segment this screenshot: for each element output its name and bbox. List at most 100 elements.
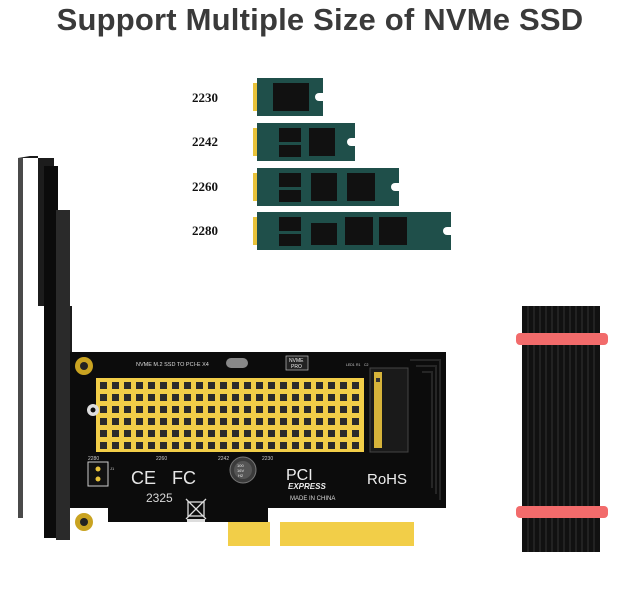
pad-hole bbox=[136, 418, 143, 425]
pad-hole bbox=[136, 406, 143, 413]
cap-text-2: 16V bbox=[237, 468, 244, 473]
pad-hole bbox=[136, 442, 143, 449]
led-label-2: R1 bbox=[356, 363, 361, 367]
pad-hole bbox=[328, 430, 335, 437]
pad-hole bbox=[220, 430, 227, 437]
pad-hole bbox=[340, 430, 347, 437]
pad-hole bbox=[100, 406, 107, 413]
pad-hole bbox=[112, 382, 119, 389]
ssd-2280 bbox=[253, 212, 451, 250]
pad-hole bbox=[292, 406, 299, 413]
pad-hole bbox=[280, 442, 287, 449]
pad-hole bbox=[172, 442, 179, 449]
pad-hole bbox=[160, 430, 167, 437]
pad-hole bbox=[352, 394, 359, 401]
pad-hole bbox=[304, 406, 311, 413]
pad-hole bbox=[208, 430, 215, 437]
pad-hole bbox=[292, 394, 299, 401]
pad-hole bbox=[316, 430, 323, 437]
pad-hole bbox=[148, 382, 155, 389]
weee-bin-icon bbox=[185, 498, 207, 522]
pad-hole bbox=[148, 430, 155, 437]
pad-hole bbox=[160, 406, 167, 413]
mark-2260: 2260 bbox=[156, 456, 167, 462]
pad-hole bbox=[304, 442, 311, 449]
ssd-2260 bbox=[253, 168, 399, 206]
pad-hole bbox=[256, 418, 263, 425]
size-label-2280: 2280 bbox=[192, 223, 218, 238]
pad-hole bbox=[100, 394, 107, 401]
pad-hole bbox=[100, 430, 107, 437]
pad-hole bbox=[148, 418, 155, 425]
fc-mark: FC bbox=[172, 468, 196, 488]
pad-hole bbox=[280, 430, 287, 437]
pad-hole bbox=[220, 442, 227, 449]
thermal-band-top bbox=[516, 333, 608, 345]
pad-hole bbox=[232, 394, 239, 401]
pad-hole bbox=[148, 394, 155, 401]
pad-hole bbox=[292, 418, 299, 425]
pad-hole bbox=[340, 418, 347, 425]
pad-hole bbox=[208, 394, 215, 401]
pad-hole bbox=[136, 430, 143, 437]
pad-hole bbox=[112, 394, 119, 401]
pad-hole bbox=[124, 406, 131, 413]
pad-hole bbox=[172, 394, 179, 401]
pad-hole bbox=[280, 418, 287, 425]
pad-hole bbox=[184, 430, 191, 437]
pad-hole bbox=[124, 430, 131, 437]
pad-hole bbox=[232, 418, 239, 425]
pad-grid: /* placeholder for grid, drawn below */ bbox=[100, 382, 359, 449]
pad-hole bbox=[256, 394, 263, 401]
pad-hole bbox=[340, 442, 347, 449]
pad-hole bbox=[304, 418, 311, 425]
nvme-adapter-card: /* placeholder for grid, drawn below */ bbox=[18, 156, 446, 546]
pad-hole bbox=[232, 406, 239, 413]
pad-hole bbox=[268, 418, 275, 425]
pad-hole bbox=[208, 382, 215, 389]
nvme-badge-bottom: PRO bbox=[291, 364, 302, 370]
pad-hole bbox=[304, 430, 311, 437]
pad-hole bbox=[280, 382, 287, 389]
pad-hole bbox=[352, 382, 359, 389]
pad-hole bbox=[208, 406, 215, 413]
mark-2230: 2230 bbox=[262, 456, 273, 462]
pad-hole bbox=[136, 394, 143, 401]
pad-hole bbox=[292, 442, 299, 449]
pad-hole bbox=[184, 418, 191, 425]
pad-hole bbox=[316, 442, 323, 449]
pad-hole bbox=[244, 418, 251, 425]
pad-hole bbox=[328, 406, 335, 413]
pad-hole bbox=[340, 382, 347, 389]
pad-hole bbox=[160, 442, 167, 449]
pci-express-logo: EXPRESS bbox=[288, 482, 326, 491]
pad-hole bbox=[244, 406, 251, 413]
pad-hole bbox=[328, 418, 335, 425]
size-label-2242: 2242 bbox=[192, 134, 218, 149]
ssd-2230 bbox=[253, 78, 323, 116]
pad-hole bbox=[100, 418, 107, 425]
pad-hole bbox=[292, 430, 299, 437]
pad-hole bbox=[220, 382, 227, 389]
pad-hole bbox=[232, 382, 239, 389]
cap-text-1: 100 bbox=[237, 463, 244, 468]
ce-mark: CE bbox=[131, 468, 156, 488]
pad-hole bbox=[280, 406, 287, 413]
pad-hole bbox=[172, 382, 179, 389]
pad-hole bbox=[268, 442, 275, 449]
pad-hole bbox=[352, 418, 359, 425]
pad-hole bbox=[208, 442, 215, 449]
pci-logo: PCI bbox=[286, 467, 313, 484]
pad-hole bbox=[208, 418, 215, 425]
pad-hole bbox=[172, 418, 179, 425]
pad-hole bbox=[316, 418, 323, 425]
pad-hole bbox=[136, 382, 143, 389]
pad-hole bbox=[232, 430, 239, 437]
pad-hole bbox=[328, 442, 335, 449]
pad-hole bbox=[268, 394, 275, 401]
pad-hole bbox=[304, 394, 311, 401]
pad-hole bbox=[196, 442, 203, 449]
pad-hole bbox=[160, 394, 167, 401]
mark-2280: 2280 bbox=[88, 456, 99, 462]
pad-hole bbox=[196, 418, 203, 425]
